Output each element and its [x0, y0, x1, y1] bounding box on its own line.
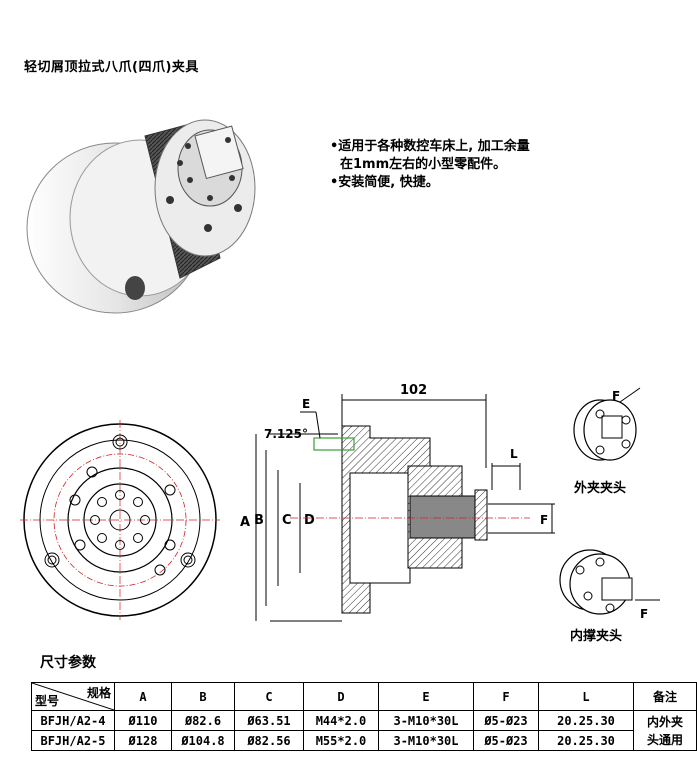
dim-L-label: L [510, 447, 518, 461]
feature-list: •适用于各种数控车床上, 加工余量 在1mm左右的小型零配件。 •安装简便, 快… [330, 138, 530, 192]
dim-E-label: E [302, 397, 310, 411]
section-title: 尺寸参数 [40, 655, 96, 671]
cell-L: 20.25.30 [538, 730, 634, 751]
cell-C: Ø82.56 [234, 730, 304, 751]
dim-C-label: C [282, 513, 292, 528]
note-line-2: 头通用 [646, 732, 683, 747]
corner-model-label: 型号 [35, 694, 60, 708]
cell-note: 内外夹 头通用 [633, 710, 697, 751]
cell-F: Ø5-Ø23 [473, 730, 539, 751]
cell-F: Ø5-Ø23 [473, 710, 539, 731]
cell-D: M55*2.0 [303, 730, 379, 751]
outer-collet-drawing: F 外夹夹头 [573, 387, 641, 496]
header-L: L [538, 682, 634, 711]
cell-B: Ø82.6 [171, 710, 235, 731]
dim-D-label: D [304, 513, 315, 528]
section-view-drawing: 102 A B C D 7.125° E L F [240, 383, 555, 622]
inner-collet-caption: 内撑夹头 [570, 628, 622, 644]
cell-D: M44*2.0 [303, 710, 379, 731]
table-header-row: 规格 型号 A B C D E F L 备注 [31, 682, 697, 711]
cell-L: 20.25.30 [538, 710, 634, 731]
header-C: C [234, 682, 304, 711]
header-A: A [114, 682, 172, 711]
collet-F-bottom: F [640, 607, 648, 621]
dim-F-label: F [540, 513, 548, 527]
dim-length-label: 102 [400, 383, 427, 398]
collet-F-top: F [612, 389, 620, 403]
product-illustration [26, 119, 256, 314]
cell-A: Ø128 [114, 730, 172, 751]
inner-collet-drawing: F 内撑夹头 [559, 549, 660, 644]
header-note: 备注 [633, 682, 697, 711]
corner-header-cell: 规格 型号 [31, 682, 115, 711]
cell-E: 3-M10*30L [378, 710, 474, 731]
note-line-1: 内外夹 [646, 714, 683, 729]
cell-A: Ø110 [114, 710, 172, 731]
cell-E: 3-M10*30L [378, 730, 474, 751]
page-title: 轻切屑顶拉式八爪(四爪)夹具 [24, 60, 199, 75]
table-row: BFJH/A2-5 Ø128 Ø104.8 Ø82.56 M55*2.0 3-M… [31, 730, 697, 751]
header-E: E [378, 682, 474, 711]
dim-angle-label: 7.125° [264, 427, 308, 441]
front-view-drawing [20, 420, 220, 620]
table-row: BFJH/A2-4 Ø110 Ø82.6 Ø63.51 M44*2.0 3-M1… [31, 710, 697, 751]
cell-model: BFJH/A2-5 [31, 730, 115, 751]
cell-C: Ø63.51 [234, 710, 304, 731]
header-F: F [473, 682, 539, 711]
outer-collet-caption: 外夹夹头 [573, 480, 626, 496]
spec-table: 规格 型号 A B C D E F L 备注 BFJH/A2-4 Ø110 Ø8… [31, 682, 697, 751]
feature-line-3: •安装简便, 快捷。 [330, 175, 439, 190]
header-B: B [171, 682, 235, 711]
cell-B: Ø104.8 [171, 730, 235, 751]
cell-model: BFJH/A2-4 [31, 710, 115, 731]
dim-B-label: B [254, 513, 264, 528]
feature-line-1: •适用于各种数控车床上, 加工余量 [330, 139, 530, 154]
header-D: D [303, 682, 379, 711]
dim-A-label: A [240, 515, 250, 530]
feature-line-2: 在1mm左右的小型零配件。 [340, 157, 507, 172]
corner-spec-label: 规格 [86, 686, 111, 700]
